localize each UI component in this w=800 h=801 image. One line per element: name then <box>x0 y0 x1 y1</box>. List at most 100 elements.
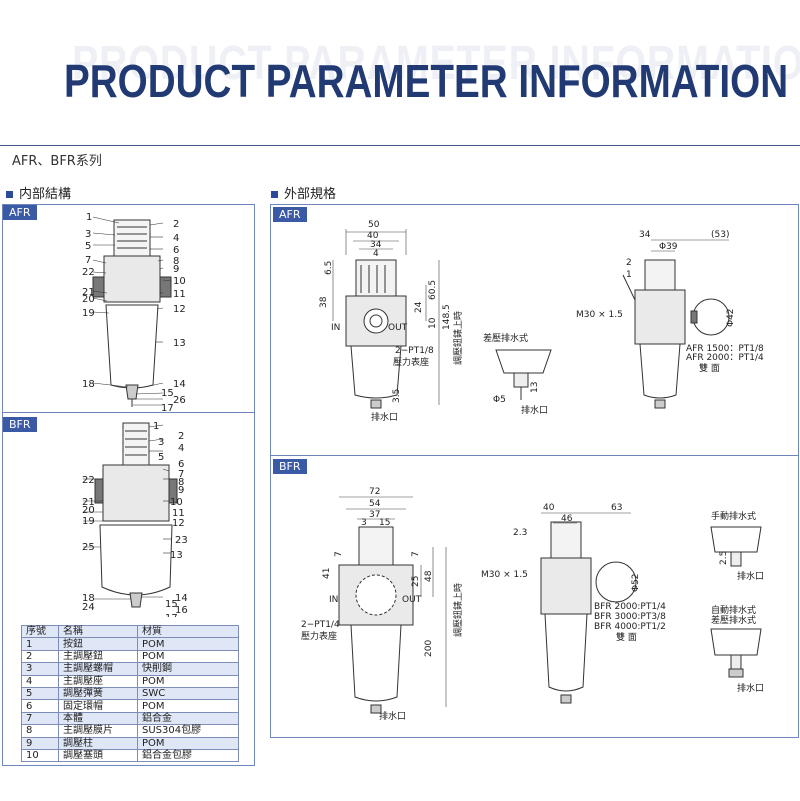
table-cell: POM <box>137 649 239 664</box>
table-cell: 5 <box>21 686 59 701</box>
afr-label-2: 2 <box>173 219 179 230</box>
bfr-ext-dim-15: 15 <box>379 518 390 528</box>
table-cell: 3 <box>21 662 59 676</box>
afr-ext-dim-38: 38 <box>319 296 329 308</box>
table-cell: 主調壓座 <box>58 674 138 688</box>
table-cell: 7 <box>21 711 59 726</box>
bfr-ext-dim-54: 54 <box>369 499 381 509</box>
afr-internal-diagram: 1 3 5 7 22 21 20 19 18 2 4 6 8 9 10 11 1… <box>82 212 186 414</box>
section-external-heading: 外部規格 <box>271 183 336 202</box>
bfr-side-port-1: BFR 2000:PT1/4 <box>594 602 666 612</box>
bfr-ext-dim-7b: 7 <box>411 551 421 557</box>
table-cell: SWC <box>137 686 239 701</box>
afr-label-8: 8 <box>173 256 179 267</box>
bfr-internal-diagram: 1 2 3 4 5 6 7 8 9 10 11 12 23 13 14 15 1… <box>82 421 188 617</box>
afr-ext-dim-10: 10 <box>428 317 438 329</box>
bfr-ext-drain: 排水口 <box>379 710 406 722</box>
table-cell: 1 <box>21 637 59 651</box>
table-cell: 鋁合金包膠 <box>137 748 239 763</box>
bfr-label-17: 17 <box>165 613 178 617</box>
bfr-manual-title: 手動排水式 <box>711 510 756 522</box>
bfr-label-6: 6 <box>178 459 184 470</box>
bfr-label-14: 14 <box>175 593 188 604</box>
afr-label-20: 20 <box>82 294 95 305</box>
table-cell: 10 <box>21 748 59 763</box>
bfr-ext-gauge-note-1: 2−PT1/4 <box>301 620 340 630</box>
afr-label-19: 19 <box>82 308 95 319</box>
external-spec-panel: AFR BFR 50 40 34 4 6.5 38 24 60.5 148.5 <box>270 204 799 738</box>
header-cell: 材質 <box>137 624 239 639</box>
afr-label-7: 7 <box>85 255 91 266</box>
afr-tag: AFR <box>3 205 37 220</box>
afr-label-22: 22 <box>82 267 95 278</box>
bfr-side-both: 雙 面 <box>616 631 637 643</box>
bfr-side-thread: M30 × 1.5 <box>481 570 528 580</box>
bfr-ext-dim-72: 72 <box>369 487 380 497</box>
section-internal-label: 内部結構 <box>19 187 72 202</box>
afr-ext-dim-4: 4 <box>373 249 379 259</box>
afr-side-phi: Φ39 <box>659 242 678 252</box>
afr-ext-tag: AFR <box>273 207 307 222</box>
afr-label-14: 14 <box>173 379 186 390</box>
afr-label-10: 10 <box>173 276 186 287</box>
table-cell: SUS304包膠 <box>137 724 239 738</box>
bfr-ext-dim-7: 7 <box>334 551 344 557</box>
table-cell: 調壓彈簧 <box>58 686 138 701</box>
bfr-label-22: 22 <box>82 475 95 486</box>
bfr-label-5: 5 <box>158 452 164 463</box>
table-cell: 主調壓鈕 <box>58 649 138 664</box>
table-cell: POM <box>137 699 239 713</box>
bfr-label-3: 3 <box>158 437 164 448</box>
header-cell: 序號 <box>21 624 59 639</box>
afr-ext-dim-60-5: 60.5 <box>428 280 438 300</box>
bfr-ext-port-in: IN <box>329 595 338 605</box>
bfr-label-18: 18 <box>82 593 95 604</box>
table-cell: 6 <box>21 699 59 713</box>
afr-side-dim-34: 34 <box>639 230 651 240</box>
afr-ext-port-out: OUT <box>388 323 408 333</box>
bfr-ext-side-label: 調壓鈕錶上時 <box>452 583 464 637</box>
bfr-label-15: 15 <box>165 599 178 610</box>
afr-label-6: 6 <box>173 245 179 256</box>
section-external-label: 外部規格 <box>284 187 337 202</box>
parts-table-header: 序號 名稱 材質 <box>21 624 239 639</box>
afr-side-dim-2: 2 <box>626 258 632 268</box>
bfr-label-20: 20 <box>82 505 95 516</box>
afr-label-5: 5 <box>85 241 91 252</box>
afr-ext-dim-40: 40 <box>367 231 379 241</box>
bfr-label-9: 9 <box>178 485 184 496</box>
table-cell: 調壓柱 <box>58 736 138 750</box>
title-watermark: PRODUCT PARAMETER INFORMATION <box>72 37 800 90</box>
bfr-side-port-2: BFR 3000:PT3/8 <box>594 612 666 622</box>
afr-side-gauge-dia: Φ42 <box>726 308 736 327</box>
afr-diff-h: 13 <box>530 382 540 393</box>
bfr-manual-dim: 2.5 <box>719 551 729 565</box>
table-cell: 快削鋼 <box>137 662 239 676</box>
section-internal-heading: 内部結構 <box>6 183 71 202</box>
table-cell: 固定環帽 <box>58 699 138 713</box>
bfr-manual-drain: 排水口 <box>737 570 764 582</box>
afr-label-12: 12 <box>173 304 186 315</box>
table-cell: 4 <box>21 674 59 688</box>
bfr-side-small: 2.3 <box>513 528 527 538</box>
panel-divider <box>3 412 254 413</box>
bfr-label-12: 12 <box>172 518 185 529</box>
afr-ext-dim-148-5: 148.5 <box>442 304 452 330</box>
afr-ext-dim-34: 34 <box>370 240 382 250</box>
afr-side-port-1: AFR 1500：PT1/8 <box>686 344 764 354</box>
table-cell: POM <box>137 674 239 688</box>
bfr-label-8: 8 <box>178 477 184 488</box>
table-cell: 鋁合金 <box>137 711 239 726</box>
afr-label-13: 13 <box>173 338 186 349</box>
table-cell: 9 <box>21 736 59 750</box>
afr-ext-dim-50: 50 <box>368 220 380 230</box>
bfr-label-25: 25 <box>82 542 95 553</box>
